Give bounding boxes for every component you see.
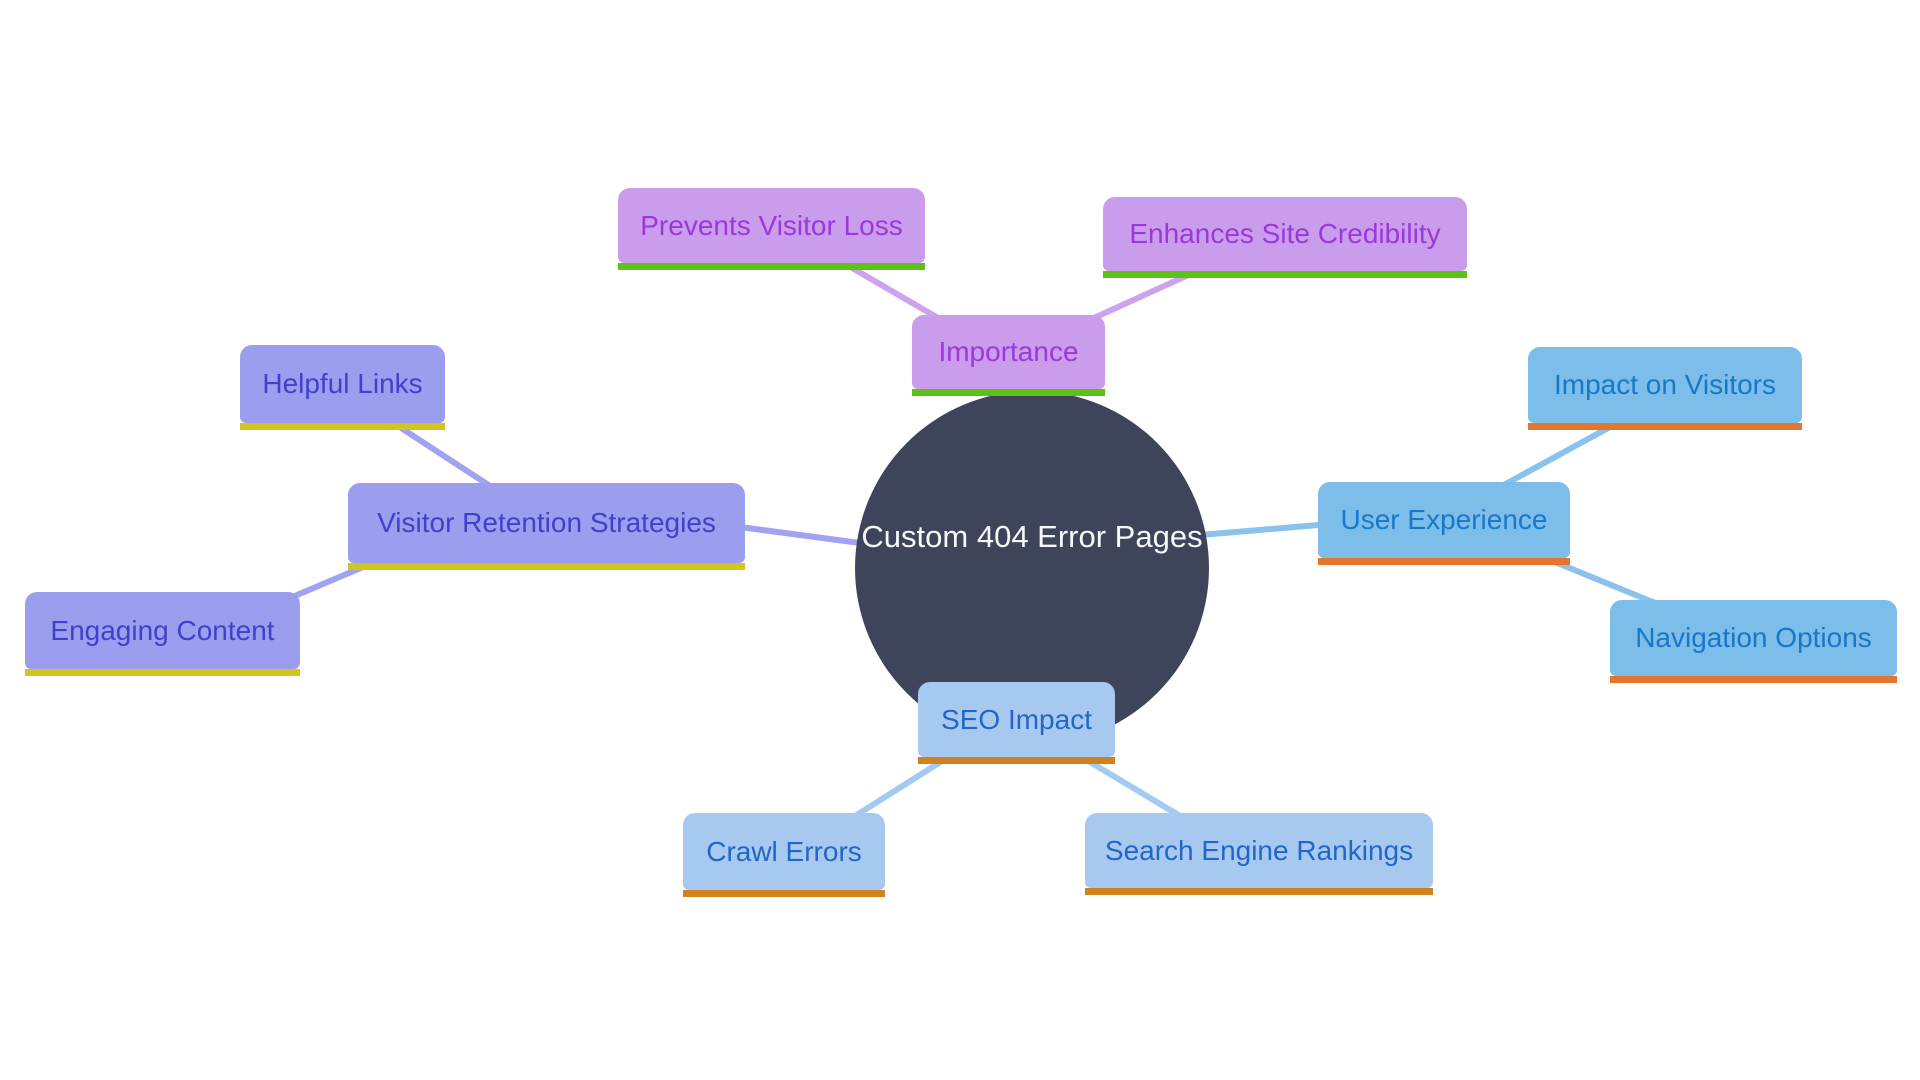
node-label: Visitor Retention Strategies bbox=[377, 507, 716, 538]
node-box: Prevents Visitor Loss bbox=[618, 188, 925, 263]
node-label: Helpful Links bbox=[262, 368, 423, 399]
node-box: Importance bbox=[912, 315, 1105, 389]
node-underline bbox=[348, 563, 745, 570]
node-underline bbox=[1085, 888, 1433, 895]
central-topic-label: Custom 404 Error Pages bbox=[861, 519, 1203, 554]
node-box: Search Engine Rankings bbox=[1085, 813, 1433, 888]
node-underline bbox=[1610, 676, 1897, 683]
node-crawl-errors[interactable]: Crawl Errors bbox=[683, 813, 885, 897]
node-navigation-options[interactable]: Navigation Options bbox=[1610, 600, 1897, 683]
node-box: User Experience bbox=[1318, 482, 1570, 558]
node-box: Navigation Options bbox=[1610, 600, 1897, 676]
node-label: Importance bbox=[938, 336, 1079, 367]
node-engaging-content[interactable]: Engaging Content bbox=[25, 592, 300, 676]
connector-helpful-links bbox=[393, 421, 492, 489]
node-enhances-site-credibility[interactable]: Enhances Site Credibility bbox=[1103, 197, 1467, 278]
node-label: Crawl Errors bbox=[706, 835, 862, 867]
node-box: Visitor Retention Strategies bbox=[348, 483, 745, 563]
node-label: Impact on Visitors bbox=[1553, 369, 1777, 400]
node-search-engine-rankings[interactable]: Search Engine Rankings bbox=[1085, 813, 1433, 895]
node-label: SEO Impact bbox=[941, 703, 1092, 735]
node-label: Engaging Content bbox=[50, 614, 275, 646]
node-underline bbox=[1318, 558, 1570, 565]
connector-crawl-errors bbox=[853, 753, 952, 819]
node-underline bbox=[912, 389, 1105, 396]
node-underline bbox=[25, 669, 300, 676]
node-box: SEO Impact bbox=[918, 682, 1115, 757]
node-label: Prevents Visitor Loss bbox=[640, 209, 903, 241]
connector-search-engine-rankings bbox=[1078, 753, 1182, 819]
node-box: Crawl Errors bbox=[683, 813, 885, 890]
node-prevents-visitor-loss[interactable]: Prevents Visitor Loss bbox=[618, 188, 925, 270]
node-box: Impact on Visitors bbox=[1528, 347, 1802, 423]
node-box: Engaging Content bbox=[25, 592, 300, 669]
node-underline bbox=[683, 890, 885, 897]
node-helpful-links[interactable]: Helpful Links bbox=[240, 345, 445, 430]
node-label: Enhances Site Credibility bbox=[1129, 218, 1441, 249]
node-box: Enhances Site Credibility bbox=[1103, 197, 1467, 271]
node-underline bbox=[1103, 271, 1467, 278]
node-box: Helpful Links bbox=[240, 345, 445, 423]
node-label: Navigation Options bbox=[1635, 622, 1872, 653]
node-underline bbox=[1528, 423, 1802, 430]
node-seo-impact[interactable]: SEO Impact bbox=[918, 682, 1115, 764]
connector-impact-on-visitors bbox=[1498, 424, 1612, 490]
node-label: Search Engine Rankings bbox=[1104, 834, 1414, 866]
node-visitor-retention-strategies[interactable]: Visitor Retention Strategies bbox=[348, 483, 745, 570]
node-underline bbox=[618, 263, 925, 270]
node-underline bbox=[240, 423, 445, 430]
node-underline bbox=[918, 757, 1115, 764]
node-user-experience[interactable]: User Experience bbox=[1318, 482, 1570, 565]
node-label: User Experience bbox=[1340, 504, 1548, 535]
node-importance[interactable]: Importance bbox=[912, 315, 1105, 396]
node-impact-on-visitors[interactable]: Impact on Visitors bbox=[1528, 347, 1802, 430]
